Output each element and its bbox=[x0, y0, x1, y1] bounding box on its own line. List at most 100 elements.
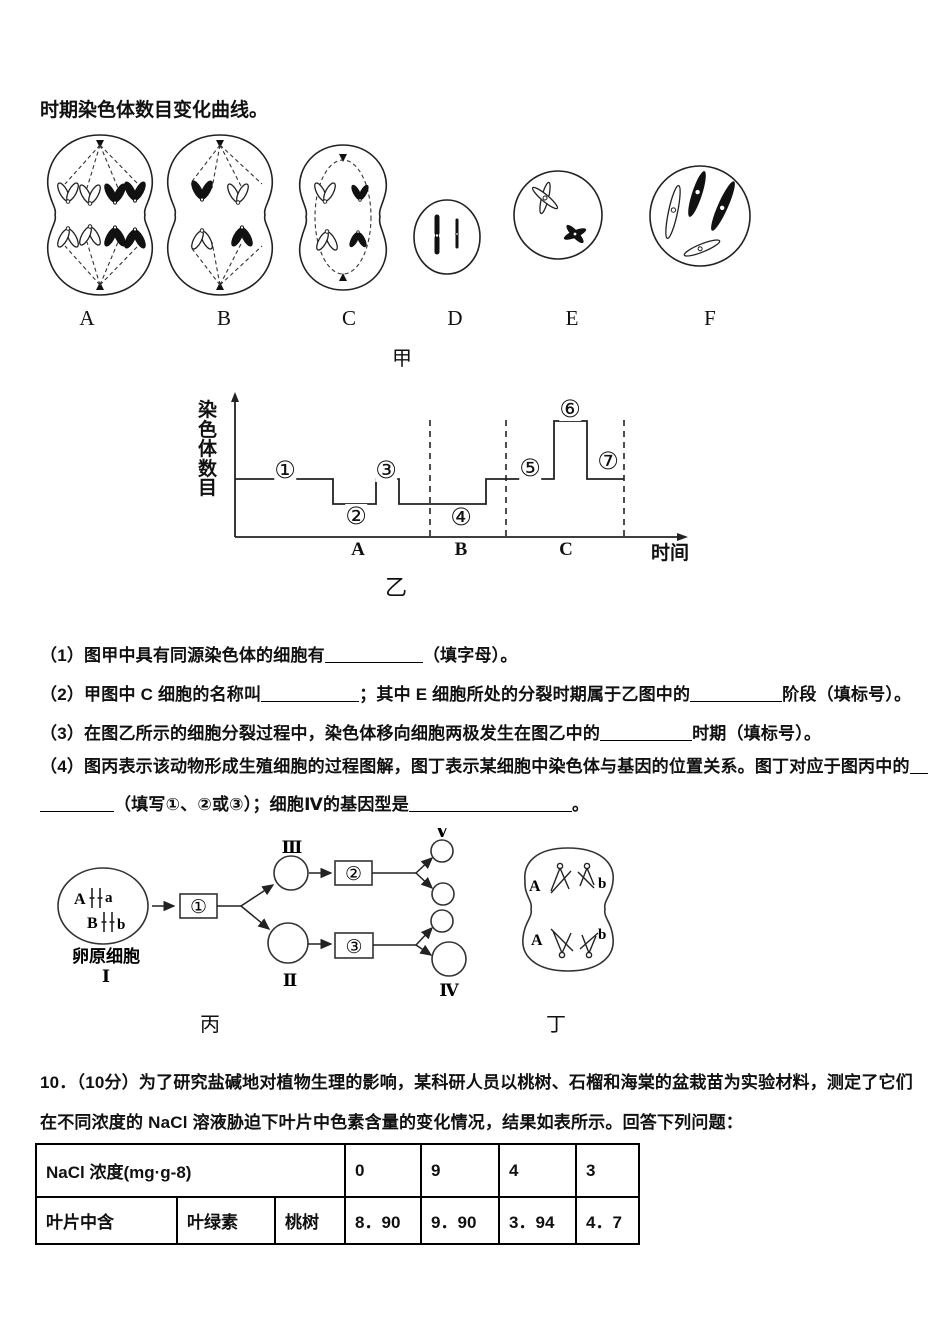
phase-label-b: B bbox=[454, 539, 468, 560]
x-axis-arrow bbox=[677, 533, 688, 541]
figure-ding-diagram: A b A b bbox=[522, 847, 614, 972]
oogonium-label: 卵原细胞 bbox=[72, 946, 140, 966]
polar-body-cell bbox=[430, 839, 454, 863]
cell-iv bbox=[431, 941, 467, 977]
cell-ii-label: Ⅱ bbox=[283, 971, 297, 990]
cell-f-diagram bbox=[649, 165, 751, 267]
chromosome-number-curve bbox=[235, 420, 624, 505]
cell-a-diagram bbox=[46, 134, 154, 296]
marker-7: ⑦ bbox=[597, 447, 619, 475]
marker-4: ④ bbox=[450, 503, 472, 531]
cell-iv-label: Ⅳ bbox=[439, 981, 459, 1000]
cell-iii bbox=[273, 855, 309, 891]
question-2-text: （2）甲图中 C 细胞的名称叫 bbox=[40, 685, 262, 704]
process-2-number: ② bbox=[345, 864, 362, 885]
cell-iii-label: Ⅲ bbox=[282, 838, 303, 857]
question-3-suffix: 时期（填标号）。 bbox=[692, 724, 822, 743]
table-header-row: NaCl 浓度(mg·g-8) 0 9 4 3 bbox=[34, 1143, 641, 1198]
cell-label-e: E bbox=[565, 306, 579, 330]
figure-jia-caption: 甲 bbox=[392, 348, 412, 370]
question-4-line2: （填写①、②或③）；细胞Ⅳ的基因型是 。 bbox=[40, 790, 589, 815]
cell-d-diagram bbox=[413, 199, 481, 275]
chromosome-number-chart bbox=[231, 392, 688, 541]
question-4-text: （4）图丙表示该动物形成生殖细胞的过程图解，图丁表示某细胞中染色体与基因的位置关… bbox=[40, 757, 910, 776]
gene-label: b bbox=[598, 876, 606, 892]
figure-yi-caption: 乙 bbox=[384, 575, 408, 600]
gene-label: B bbox=[87, 915, 98, 932]
answer-blank bbox=[261, 687, 360, 702]
figure-jia-cells-diagram bbox=[46, 134, 751, 296]
question-3: （3）在图乙所示的细胞分裂过程中，染色体移向细胞两极发生在图乙中的 时期（填标号）… bbox=[40, 719, 821, 744]
white-rod-chromosome bbox=[683, 239, 721, 257]
gene-chromosome-ticks bbox=[89, 888, 115, 932]
cell-c-diagram bbox=[298, 144, 388, 291]
polar-body-cell bbox=[430, 909, 454, 933]
concentration-value: 9 bbox=[420, 1143, 501, 1198]
figure-ding-caption: 丁 bbox=[546, 1014, 566, 1036]
marker-2: ② bbox=[345, 502, 367, 530]
gene-label: b bbox=[598, 927, 606, 943]
question-4-text: （填写①、②或③）；细胞Ⅳ的基因型是 bbox=[114, 795, 409, 814]
marker-1: ① bbox=[274, 456, 296, 484]
question-1: （1）图甲中具有同源染色体的细胞有 （填字母）。 bbox=[40, 641, 518, 666]
white-x-chromosome bbox=[531, 181, 559, 215]
dividing-cell-outline bbox=[522, 847, 614, 972]
intro-text: 时期染色体数目变化曲线。 bbox=[40, 100, 269, 121]
row-label: 叶片中含 bbox=[35, 1196, 178, 1245]
cell-label-c: C bbox=[341, 306, 357, 330]
table-row: 叶片中含 叶绿素 桃树 8．90 9．90 3．94 4．7 bbox=[35, 1196, 641, 1245]
question-3-text: （3）在图乙所示的细胞分裂过程中，染色体移向细胞两极发生在图乙中的 bbox=[40, 724, 601, 743]
pigment-label: 叶绿素 bbox=[176, 1196, 276, 1245]
chart-x-axis-label: 时间 bbox=[651, 543, 690, 564]
cell-v-label: Ⅴ bbox=[434, 828, 449, 841]
question-4-line1: （4）图丙表示该动物形成生殖细胞的过程图解，图丁表示某细胞中染色体与基因的位置关… bbox=[40, 752, 928, 777]
phase-label-a: A bbox=[351, 539, 365, 560]
question-2: （2）甲图中 C 细胞的名称叫 ；其中 E 细胞所处的分裂时期属于乙图中的 阶段（填… bbox=[40, 680, 911, 705]
marker-6: ⑥ bbox=[559, 395, 581, 423]
chart-y-axis-label: 染色体数目 bbox=[197, 400, 217, 499]
spindle-fibers bbox=[64, 144, 139, 286]
phase-label-c: C bbox=[559, 539, 573, 560]
figure-bing-caption: 丙 bbox=[200, 1014, 220, 1036]
white-rod-chromosome bbox=[665, 184, 681, 240]
cell-label-d: D bbox=[447, 306, 463, 330]
question-4-suffix: 。 bbox=[571, 795, 590, 814]
concentration-value: 4 bbox=[498, 1143, 578, 1198]
process-3-number: ③ bbox=[345, 937, 362, 958]
answer-blank bbox=[909, 759, 928, 774]
concentration-value: 0 bbox=[344, 1143, 423, 1198]
measurement-value: 4．7 bbox=[575, 1196, 641, 1245]
cell-label-f: F bbox=[704, 306, 716, 330]
cell-ii bbox=[267, 922, 309, 964]
y-axis-arrow bbox=[231, 392, 239, 402]
question-10-line1: 10．（10分）为了研究盐碱地对植物生理的影响，某科研人员以桃树、石榴和海棠的盆… bbox=[40, 1073, 913, 1092]
gene-label: b bbox=[117, 917, 125, 933]
answer-blank bbox=[40, 797, 114, 812]
question-1-text: （1）图甲中具有同源染色体的细胞有 bbox=[40, 646, 325, 665]
black-rod-chromosome bbox=[711, 181, 735, 231]
question-2-suffix: 阶段（填标号）。 bbox=[782, 685, 912, 704]
pigment-data-table: NaCl 浓度(mg·g-8) 0 9 4 3 叶片中含 叶绿素 桃树 8．90… bbox=[34, 1143, 641, 1245]
marker-5: ⑤ bbox=[519, 454, 541, 482]
cell-b-diagram bbox=[166, 134, 274, 296]
answer-blank bbox=[408, 797, 572, 812]
cell-i-label: Ⅰ bbox=[102, 967, 110, 986]
oogonium-cell bbox=[57, 867, 149, 945]
figure-bing-diagram: A a B b 卵原细胞 Ⅰ ① Ⅲ Ⅱ ② Ⅴ ③ bbox=[57, 828, 467, 1000]
cell-e-diagram bbox=[513, 170, 603, 260]
cell-label-a: A bbox=[79, 306, 95, 330]
answer-blank bbox=[324, 648, 423, 663]
gene-label: A bbox=[74, 891, 86, 908]
rod-chromosomes bbox=[434, 214, 459, 255]
answer-blank bbox=[690, 687, 783, 702]
spindle-fibers bbox=[189, 144, 263, 286]
black-x-chromosome bbox=[563, 224, 587, 244]
gene-label: a bbox=[105, 890, 113, 906]
question-10-line2: 在不同浓度的 NaCl 溶液胁迫下叶片中色素含量的变化情况，结果如表所示。回答下… bbox=[40, 1113, 743, 1132]
question-1-suffix: （填字母）。 bbox=[422, 646, 518, 665]
question-2-text: ；其中 E 细胞所处的分裂时期属于乙图中的 bbox=[359, 685, 691, 704]
gene-label: A bbox=[531, 932, 543, 949]
anaphase-chromosomes bbox=[550, 862, 599, 959]
process-box-3 bbox=[334, 932, 374, 959]
nacl-concentration-header: NaCl 浓度(mg·g-8) bbox=[34, 1143, 347, 1198]
